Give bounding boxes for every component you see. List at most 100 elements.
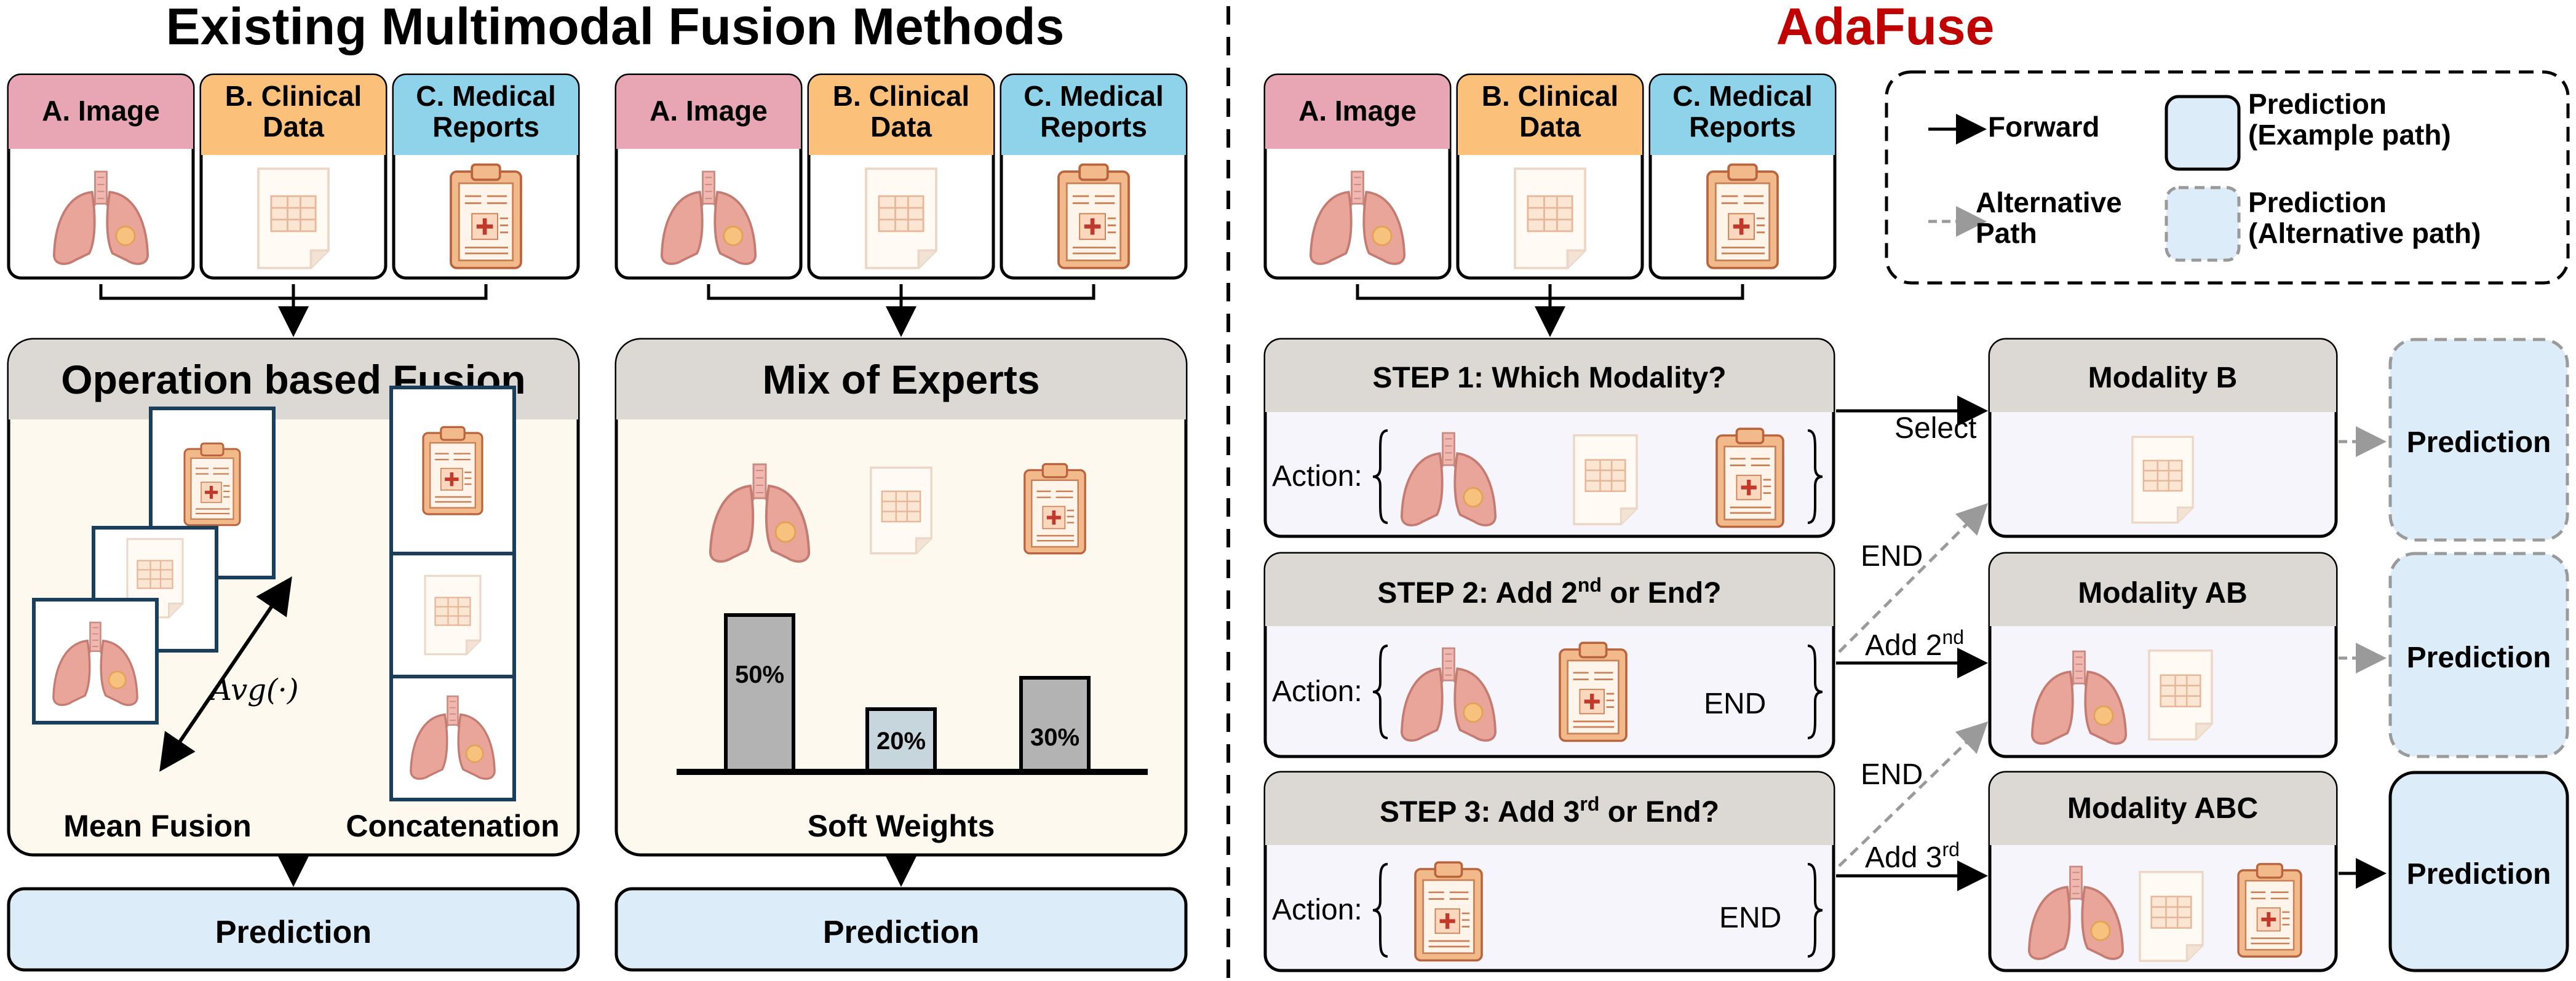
soft-weight-bars: 50% 20% 30% <box>724 613 1091 774</box>
reports-line-2: Reports <box>432 111 539 143</box>
prediction-box-final <box>2388 771 2569 972</box>
prediction-box-operation <box>7 887 580 972</box>
prediction-label-moe: Prediction <box>823 915 979 950</box>
prediction-box-alt-2 <box>2388 552 2569 758</box>
step-2-title-tail: or End? <box>1602 577 1722 610</box>
step-2-title-main: STEP 2: Add 2 <box>1377 577 1577 610</box>
modality-card-image-3: A. Image <box>1263 73 1452 280</box>
modality-label-image-3: A. Image <box>1298 95 1417 127</box>
moe-panel: Mix of Experts 50% 20% 30% Soft Weights <box>614 338 1188 857</box>
stack-report-icon <box>185 443 240 525</box>
clinical-sheet-icon <box>257 167 330 269</box>
modality-label-image: A. Image <box>42 95 160 127</box>
concat-report-icon <box>423 427 482 514</box>
clinical-3-line-2: Data <box>1519 111 1581 143</box>
step-1-report-icon <box>1717 429 1783 526</box>
legend-alt-prediction-label: Prediction(Alternative path) <box>2248 186 2481 249</box>
step-1-action-label: Action: <box>1272 460 1362 493</box>
modality-abc-title: Modality ABC <box>2067 792 2258 825</box>
legend-prediction-label: Prediction(Example path) <box>2248 88 2451 151</box>
add-2nd-main: Add 2 <box>1865 629 1942 662</box>
legend-altpred-line-2: (Alternative path) <box>2248 217 2481 249</box>
weight-bar <box>1019 676 1091 774</box>
add-2nd-sup: nd <box>1942 626 1964 648</box>
modality-abc-sheet-icon <box>2139 871 2204 962</box>
step-3-title-sup: rd <box>1580 793 1599 815</box>
clinical-line-2: Data <box>263 111 324 143</box>
add-3rd-main: Add 3 <box>1865 841 1942 874</box>
moe-title: Mix of Experts <box>762 357 1040 402</box>
stack-card-lung <box>32 598 159 725</box>
end-arrow-step-3-label: END <box>1861 758 1923 791</box>
clinical-sheet-icon-2 <box>865 167 937 269</box>
weight-bar-label: 50% <box>735 661 784 688</box>
weight-bar-label: 20% <box>877 728 926 755</box>
prediction-label-operation: Prediction <box>215 915 372 950</box>
legend-prediction-swatch <box>2165 95 2241 171</box>
weight-bar <box>865 707 937 774</box>
modality-b-sheet-icon <box>2131 435 2194 524</box>
step-2-action-label: Action: <box>1272 675 1362 708</box>
legend-alt-line-2: Path <box>1976 217 2037 249</box>
concat-sheet-icon <box>424 574 482 656</box>
prediction-box-moe <box>614 887 1188 972</box>
prediction-alt-2-label: Prediction <box>2407 641 2551 674</box>
step-3-action-label: Action: <box>1272 894 1362 926</box>
left-title: Existing Multimodal Fusion Methods <box>166 0 1065 55</box>
add-2nd-label: Add 2nd <box>1865 626 1964 662</box>
medical-report-icon <box>451 165 521 268</box>
soft-weights-caption: Soft Weights <box>808 809 995 843</box>
step-2-box: STEP 2: Add 2nd or End? Action: END <box>1263 552 1835 758</box>
legend-forward-label: Forward <box>1988 111 2099 143</box>
modality-abc-box: Modality ABC <box>1988 771 2338 972</box>
reports-2-line-1: C. Medical <box>1024 80 1164 112</box>
step-3-box: STEP 3: Add 3rd or End? Action: END <box>1263 771 1835 972</box>
modality-ab-title: Modality AB <box>2078 577 2248 610</box>
legend-pred-line-1: Prediction <box>2248 88 2387 120</box>
step-3-report-icon <box>1415 862 1482 960</box>
reports-line-1: C. Medical <box>416 80 556 112</box>
step-2-title: STEP 2: Add 2nd or End? <box>1377 574 1721 610</box>
step-2-title-sup: nd <box>1578 574 1602 596</box>
end-arrow-step-2 <box>1838 502 1989 653</box>
merge-connector-3 <box>1356 284 1744 331</box>
weight-bar-label: 30% <box>1030 724 1079 751</box>
mean-fusion-label: Mean Fusion <box>63 809 252 843</box>
legend-altpred-line-1: Prediction <box>2248 186 2387 218</box>
modality-ab-sheet-icon <box>2148 649 2213 741</box>
legend-alt-line-1: Alternative <box>1976 186 2122 218</box>
reports-2-line-2: Reports <box>1040 111 1147 143</box>
medical-report-icon-2 <box>1059 165 1129 268</box>
concatenation-label: Concatenation <box>346 809 559 843</box>
add-3rd-sup: rd <box>1942 838 1959 860</box>
prediction-box-alt-1 <box>2388 338 2569 542</box>
reports-3-line-2: Reports <box>1689 111 1796 143</box>
modality-b-title: Modality B <box>2088 362 2238 394</box>
merge-connector-2 <box>707 284 1095 331</box>
end-arrow-step-3 <box>1838 721 1989 867</box>
moe-sheet-icon <box>870 466 932 555</box>
moe-report-icon <box>1025 464 1085 554</box>
step-2-report-icon <box>1560 643 1626 741</box>
legend-alt-prediction-swatch <box>2165 186 2241 262</box>
step-1-title: STEP 1: Which Modality? <box>1372 362 1726 394</box>
modality-ab-box: Modality AB <box>1988 552 2338 758</box>
select-arrow-label: Select <box>1894 412 1976 445</box>
step-1-sheet-icon <box>1573 434 1638 525</box>
weight-bar <box>724 613 795 774</box>
prediction-final-label: Prediction <box>2407 858 2551 891</box>
modality-b-box: Modality B <box>1988 338 2338 538</box>
